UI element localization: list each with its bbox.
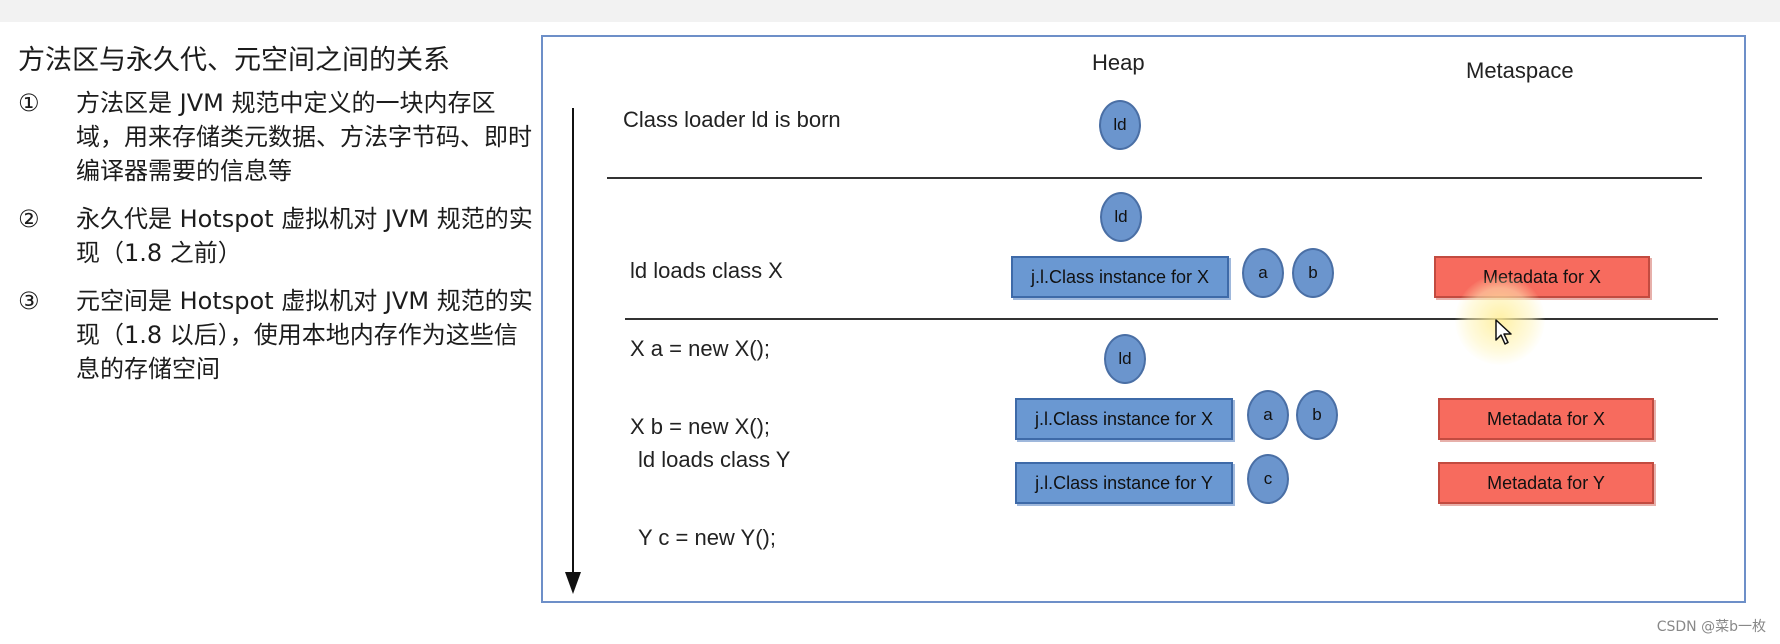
class-x-instance: j.l.Class instance for X: [1011, 256, 1229, 298]
cursor-highlight: [1455, 275, 1545, 365]
page-title: 方法区与永久代、元空间之间的关系: [18, 45, 450, 76]
code-line: ld loads class X: [630, 258, 783, 283]
metaspace-header: Metaspace: [1466, 58, 1574, 83]
note-number: ①: [18, 89, 40, 117]
code-line: ld loads class Y: [638, 447, 791, 472]
object-c-node: c: [1247, 454, 1289, 504]
mouse-pointer-icon: [1495, 319, 1512, 345]
note-number: ②: [18, 205, 40, 233]
object-a-node: a: [1247, 390, 1289, 440]
ld-node: ld: [1104, 334, 1146, 384]
note-item-1: ① 方法区是 JVM 规范中定义的一块内存区域，用来存储类元数据、方法字节码、即…: [18, 86, 538, 188]
note-text: 永久代是 Hotspot 虚拟机对 JVM 规范的实现（1.8 之前）: [76, 205, 533, 267]
code-line: Y c = new Y();: [638, 525, 776, 550]
top-bar: [0, 0, 1780, 22]
metadata-y-box: Metadata for Y: [1438, 462, 1654, 504]
object-a-node: a: [1242, 248, 1284, 298]
note-text: 方法区是 JVM 规范中定义的一块内存区域，用来存储类元数据、方法字节码、即时编…: [76, 89, 532, 185]
stage3-code: ld loads class Y Y c = new Y();: [638, 395, 790, 577]
note-number: ③: [18, 287, 40, 315]
stage-divider: [625, 318, 1718, 320]
heap-header: Heap: [1092, 50, 1145, 75]
code-line: X b = new X();: [630, 414, 771, 439]
watermark: CSDN @菜b一枚: [1656, 619, 1766, 635]
stage-divider: [607, 177, 1702, 179]
notes-list: ① 方法区是 JVM 规范中定义的一块内存区域，用来存储类元数据、方法字节码、即…: [18, 86, 538, 400]
time-arrow-icon: [565, 572, 581, 594]
ld-node: ld: [1100, 192, 1142, 242]
object-b-node: b: [1292, 248, 1334, 298]
class-x-instance: j.l.Class instance for X: [1015, 398, 1233, 440]
note-item-3: ③ 元空间是 Hotspot 虚拟机对 JVM 规范的实现（1.8 以后），使用…: [18, 284, 538, 386]
stage2-code: ld loads class X X a = new X(); X b = ne…: [630, 206, 783, 466]
object-b-node: b: [1296, 390, 1338, 440]
metadata-x-box: Metadata for X: [1438, 398, 1654, 440]
code-line: X a = new X();: [630, 336, 771, 361]
class-y-instance: j.l.Class instance for Y: [1015, 462, 1233, 504]
ld-node: ld: [1099, 100, 1141, 150]
note-text: 元空间是 Hotspot 虚拟机对 JVM 规范的实现（1.8 以后），使用本地…: [76, 287, 533, 383]
time-axis: [572, 108, 574, 578]
note-item-2: ② 永久代是 Hotspot 虚拟机对 JVM 规范的实现（1.8 之前）: [18, 202, 538, 270]
stage1-label: Class loader ld is born: [623, 107, 841, 132]
